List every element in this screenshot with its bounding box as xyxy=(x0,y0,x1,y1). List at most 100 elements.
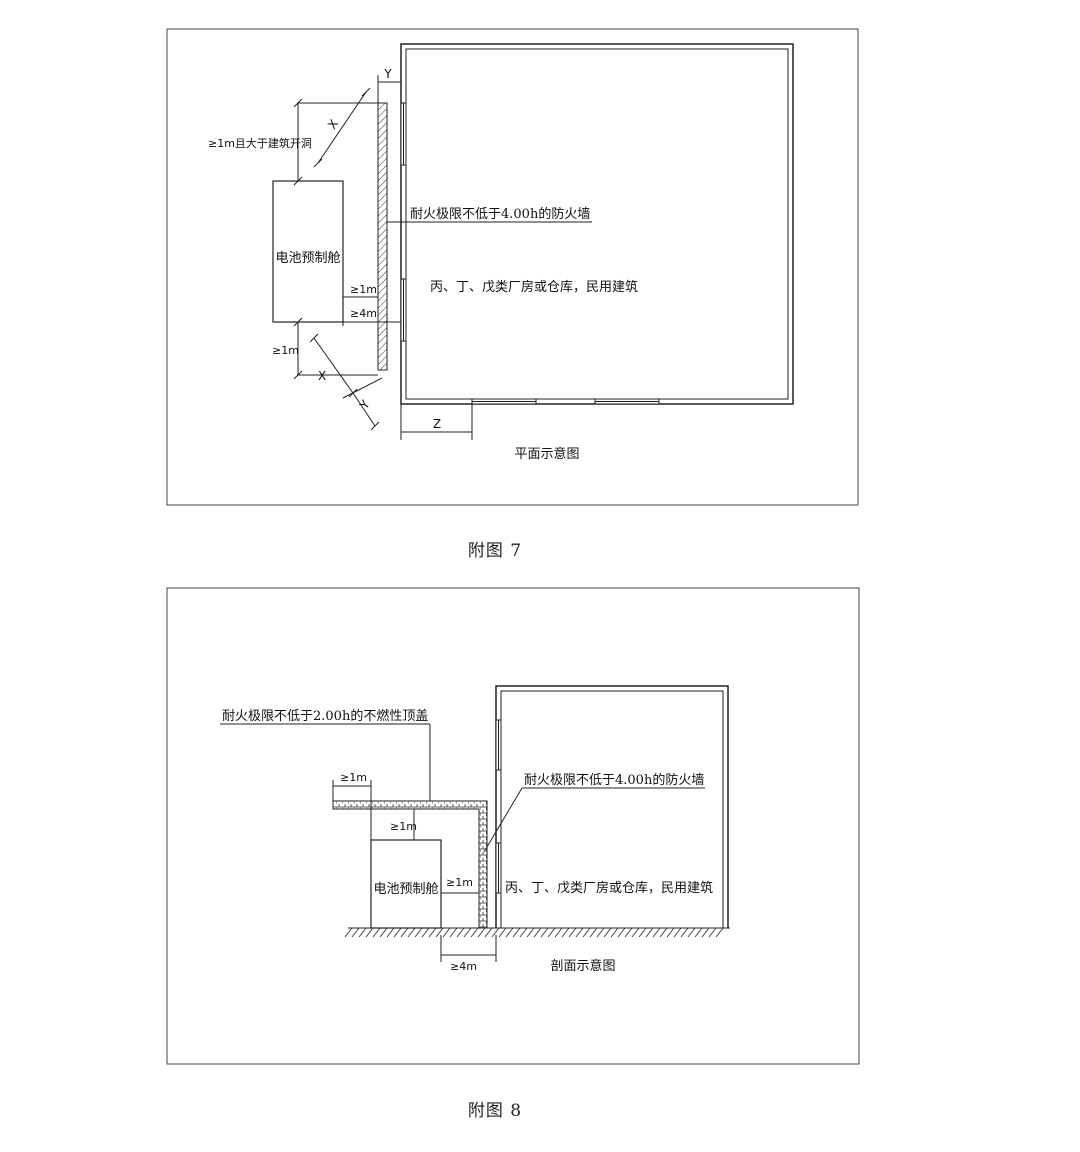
dim-x-bottom-label: X xyxy=(318,369,326,383)
ground-hatch-tick xyxy=(680,927,689,938)
battery-cabin xyxy=(370,839,442,929)
figure-8-caption: 附图 8 xyxy=(467,1101,523,1121)
ground-hatch-tick xyxy=(372,927,381,938)
dim-overhang-label: ≥1m xyxy=(340,771,367,784)
figure-7-frame xyxy=(166,28,859,506)
ground-hatch-tick xyxy=(358,927,367,938)
building-section xyxy=(495,685,729,928)
dim-x-top xyxy=(313,87,371,168)
ground-hatch-tick xyxy=(351,927,360,938)
ground-hatch-tick xyxy=(659,927,668,938)
ground-hatch-tick xyxy=(533,927,542,938)
ground-hatch-tick xyxy=(715,927,724,938)
building-outline xyxy=(400,43,794,405)
ground-hatch-tick xyxy=(526,927,535,938)
building-label: 丙、丁、戊类厂房或仓库，民用建筑 xyxy=(430,279,638,295)
ground-hatch-tick xyxy=(435,927,444,938)
ground-hatch-tick xyxy=(568,927,577,938)
ground-hatch-tick xyxy=(610,927,619,938)
ground-hatch-tick xyxy=(470,927,479,938)
ground-hatch-tick xyxy=(645,927,654,938)
ground-hatch-tick xyxy=(575,927,584,938)
dim-y-bottom xyxy=(352,392,380,431)
ground-hatch-tick xyxy=(400,927,409,938)
dim-above-cabin-label: ≥1m xyxy=(390,820,417,833)
fire-wall-and-roof xyxy=(332,800,488,929)
dim-y-top xyxy=(377,75,402,103)
figure-8-diagram: 电池预制舱 耐火极限不低于2.00h的不燃性顶盖 耐火极限不低于4.00h的防火… xyxy=(166,587,860,1065)
dim-1m-bottom-label: ≥1m xyxy=(272,344,299,357)
building-windows xyxy=(495,719,502,894)
dim-y-bottom-label: Y xyxy=(356,397,373,412)
ground-hatch-tick xyxy=(421,927,430,938)
ground-hatch-tick xyxy=(393,927,402,938)
dim-4m-label: ≥4m xyxy=(350,307,377,320)
dim-bottom-extension xyxy=(293,317,378,380)
ground-hatch-tick xyxy=(708,927,717,938)
ground-hatch-tick xyxy=(666,927,675,938)
ground-hatch xyxy=(344,927,724,938)
firewall-label: 耐火极限不低于4.00h的防火墙 xyxy=(524,772,704,788)
roof-leader xyxy=(220,723,431,801)
ground-hatch-tick xyxy=(442,927,451,938)
ground-hatch-tick xyxy=(603,927,612,938)
firewall-label: 耐火极限不低于4.00h的防火墙 xyxy=(410,206,590,222)
ground-hatch-tick xyxy=(540,927,549,938)
dim-y-top-label: Y xyxy=(383,67,392,81)
ground-hatch-tick xyxy=(407,927,416,938)
figure-8-frame xyxy=(166,587,860,1065)
ground-hatch-tick xyxy=(414,927,423,938)
ground-hatch-tick xyxy=(505,927,514,938)
ground-hatch-tick xyxy=(379,927,388,938)
ground-hatch-tick xyxy=(589,927,598,938)
ground-hatch-tick xyxy=(547,927,556,938)
figure-7-caption: 附图 7 xyxy=(467,541,523,561)
ground-hatch-tick xyxy=(582,927,591,938)
dim-4m xyxy=(440,935,497,962)
ground-hatch-tick xyxy=(561,927,570,938)
ground-hatch-tick xyxy=(631,927,640,938)
dim-overhang xyxy=(332,780,372,840)
battery-cabin-label: 电池预制舱 xyxy=(373,882,438,897)
ground-hatch-tick xyxy=(365,927,374,938)
fire-wall-hatched xyxy=(377,102,388,371)
ground-hatch-tick xyxy=(673,927,682,938)
ground-hatch-tick xyxy=(652,927,661,938)
ground-hatch-tick xyxy=(519,927,528,938)
ground-hatch-tick xyxy=(617,927,626,938)
ground-hatch-tick xyxy=(638,927,647,938)
ground-hatch-tick xyxy=(449,927,458,938)
ground-hatch-tick xyxy=(477,927,486,938)
ground-hatch-tick xyxy=(428,927,437,938)
plan-view-label: 平面示意图 xyxy=(514,446,579,462)
ground-hatch-tick xyxy=(687,927,696,938)
dim-cabin-to-wall xyxy=(342,292,401,326)
ground-hatch-tick xyxy=(596,927,605,938)
firewall-leader xyxy=(483,787,705,853)
dim-x-bottom xyxy=(309,333,383,399)
figure-7-diagram: 电池预制舱 ≥1m且大于建筑开洞 X Y 耐火极限不低于4.00h的防火墙 丙、… xyxy=(166,28,859,506)
ground-hatch-tick xyxy=(694,927,703,938)
battery-cabin-label: 电池预制舱 xyxy=(275,251,340,266)
ground-hatch-tick xyxy=(456,927,465,938)
ground-hatch-tick xyxy=(463,927,472,938)
ground-hatch-tick xyxy=(701,927,710,938)
ground-hatch-tick xyxy=(491,927,500,938)
section-view-label: 剖面示意图 xyxy=(550,958,615,974)
ground-hatch-tick xyxy=(484,927,493,938)
dim-1m-label: ≥1m xyxy=(350,283,377,296)
roof-label: 耐火极限不低于2.00h的不燃性顶盖 xyxy=(222,708,428,724)
ground-hatch-tick xyxy=(498,927,507,938)
label-opening-extension: ≥1m且大于建筑开洞 xyxy=(208,136,312,150)
dim-cabin-to-wall-label: ≥1m xyxy=(446,876,473,889)
building-openings xyxy=(400,102,660,405)
dim-x-top-label: X xyxy=(325,117,341,132)
battery-cabin xyxy=(272,180,344,323)
ground-hatch-tick xyxy=(512,927,521,938)
building-label: 丙、丁、戊类厂房或仓库，民用建筑 xyxy=(505,880,713,896)
ground-hatch-tick xyxy=(344,927,353,938)
dim-z-label: Z xyxy=(433,417,441,431)
ground-hatch-tick xyxy=(624,927,633,938)
dim-opening-extension xyxy=(293,98,378,186)
dim-z xyxy=(400,404,473,440)
